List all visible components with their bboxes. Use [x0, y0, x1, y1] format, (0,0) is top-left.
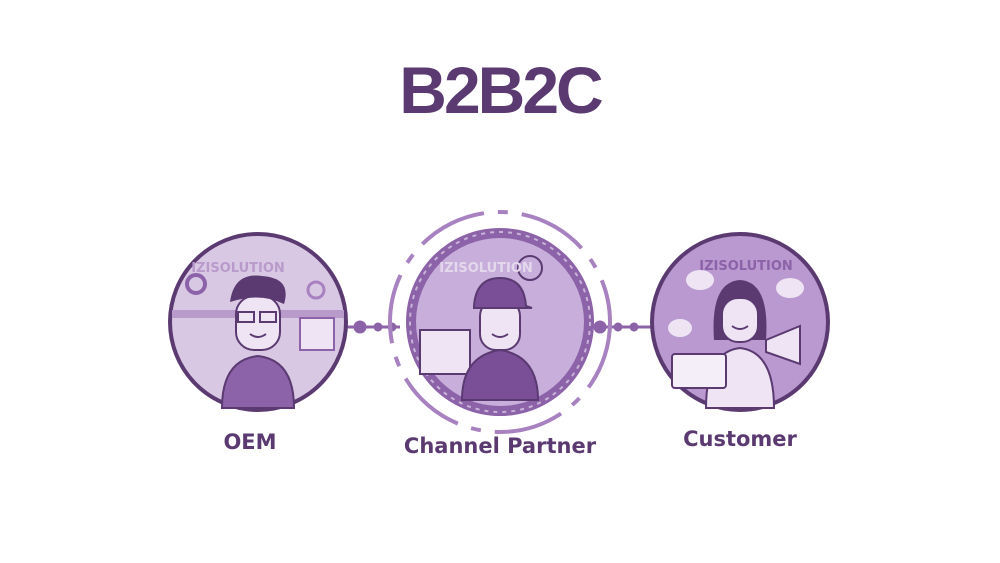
headset-bubble-icon: [686, 270, 714, 290]
diagram-title: B2B2C: [399, 53, 603, 127]
gamepad-bubble-icon: [776, 278, 804, 298]
channel-partner-illustration: IZISOLUTION: [388, 210, 612, 434]
laptop-icon: [671, 353, 727, 389]
megaphone-icon: [765, 324, 801, 366]
watermark-logo: IZISOLUTION: [191, 261, 285, 276]
node-label-oem: OEM: [223, 430, 277, 454]
oem-illustration: IZISOLUTION: [168, 232, 348, 412]
connector-partner-customer: [593, 320, 655, 334]
customer-illustration: IZISOLUTION: [650, 232, 830, 412]
globe-icon: [517, 255, 543, 281]
watermark-logo: IZISOLUTION: [699, 259, 793, 274]
node-label-customer: Customer: [683, 427, 797, 451]
gear-icon: [185, 273, 207, 295]
gear-icon: [306, 280, 326, 300]
watermark-logo: IZISOLUTION: [439, 261, 533, 276]
chat-bubble-icon: [668, 319, 692, 337]
node-label-channel-partner: Channel Partner: [403, 434, 597, 458]
